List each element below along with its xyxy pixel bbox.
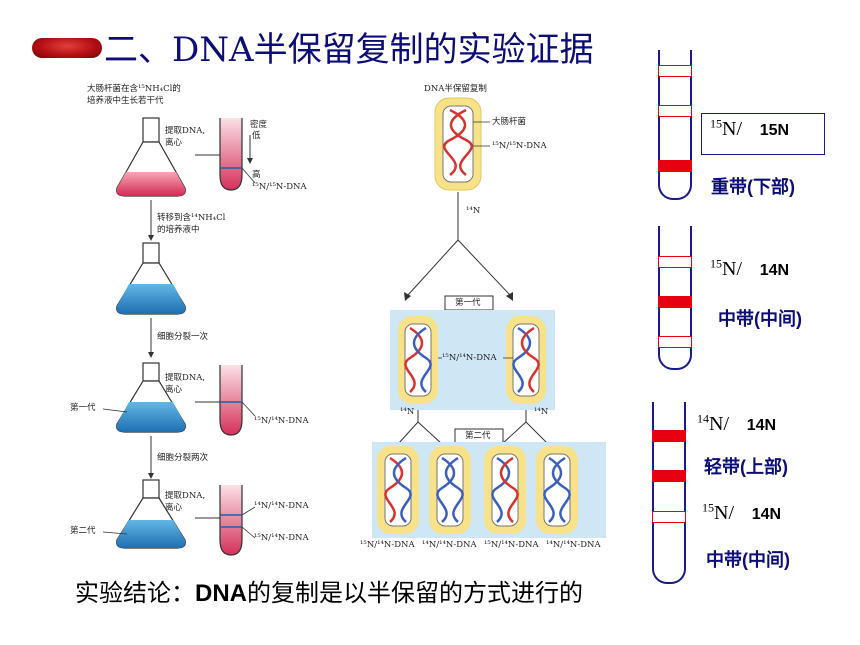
- sup-15: 15: [702, 500, 714, 514]
- sup-15: 15: [710, 116, 722, 130]
- replication-heading: DNA半保留复制: [424, 84, 487, 94]
- empty-band: [658, 105, 692, 117]
- transfer-label-2: 的培养液中: [157, 225, 200, 235]
- intermediate-band: [652, 470, 686, 482]
- iso-15n: 15N: [759, 121, 790, 139]
- intermediate-band-label: 中带(中间): [718, 309, 802, 329]
- flask-1: [116, 117, 186, 197]
- conclusion-suffix: 的复制是以半保留的方式进行的: [247, 579, 583, 607]
- replication-diagram: DNA半保留复制 大肠杆菌 ¹⁵N/¹⁵N-DNA ¹⁴N 第一代 ¹⁵N/¹⁴…: [360, 80, 620, 560]
- iso-14n: 14N: [751, 505, 782, 523]
- heavy-band: [658, 160, 692, 172]
- tube-light-intermediate: [652, 402, 686, 584]
- divide-once-label: 细胞分裂一次: [157, 332, 209, 342]
- parent-dna-label: ¹⁵N/¹⁵N-DNA: [492, 141, 547, 151]
- experiment-flow-svg: [102, 117, 256, 556]
- conclusion-text: 实验结论：DNA的复制是以半保留的方式进行的: [75, 573, 583, 608]
- label-15n-15n: 15N/ 15N: [710, 116, 789, 141]
- gen2-cell-3: [484, 446, 526, 534]
- transfer-label-1: 转移到含¹⁴NH₄Cl: [157, 213, 226, 223]
- tube2-band-label: ¹⁵N/¹⁴N-DNA: [254, 416, 309, 426]
- iso-n: N/: [722, 257, 742, 280]
- flask-3: [102, 362, 186, 433]
- generation-1-label: 第一代: [70, 403, 96, 413]
- intermediate-band-label-2: 中带(中间): [706, 550, 790, 570]
- flask-2: [116, 242, 186, 315]
- extract-label-2b: 离心: [165, 385, 183, 395]
- sup-15: 15: [710, 256, 722, 270]
- gen1-cell-left: [398, 316, 438, 404]
- n14-label-c: ¹⁴N: [534, 407, 549, 417]
- empty-band: [658, 65, 692, 77]
- tube-2: [219, 365, 256, 436]
- iso-14n: 14N: [759, 261, 790, 279]
- conclusion-dna: DNA: [195, 580, 247, 607]
- parent-cell: [434, 97, 490, 191]
- iso-n: N/: [714, 501, 734, 524]
- caption-line-2: 培养液中生长若干代: [87, 96, 164, 106]
- generation-2-label: 第二代: [70, 526, 96, 536]
- heavy-band-label: 重带(下部): [711, 177, 795, 197]
- tube-1: [219, 118, 256, 191]
- light-band: [652, 430, 686, 442]
- gen1-cell-right: [506, 316, 546, 404]
- extract-label-3a: 提取DNA,: [165, 491, 206, 501]
- gen1-dna-label: ¹⁵N/¹⁴N-DNA: [442, 353, 497, 363]
- tube-heavy: [658, 50, 692, 200]
- light-band-label: 轻带(上部): [704, 457, 788, 477]
- extract-label-2a: 提取DNA,: [165, 373, 206, 383]
- tube3-band-top-label: ¹⁴N/¹⁴N-DNA: [254, 501, 309, 511]
- label-14n-14n: 14N/ 14N: [697, 411, 776, 436]
- label-box-15n-15n: [701, 113, 825, 155]
- iso-n: N/: [709, 412, 729, 435]
- gen2-dna-label-2: ¹⁴N/¹⁴N-DNA: [422, 540, 477, 550]
- empty-band: [652, 511, 686, 523]
- gen2-cell-4: [536, 446, 578, 534]
- divide-twice-label: 细胞分裂两次: [157, 453, 209, 463]
- replication-svg: [372, 97, 606, 538]
- gen1-box-label: 第一代: [455, 298, 481, 308]
- extract-label-3b: 离心: [165, 503, 183, 513]
- tube-3: [219, 485, 256, 556]
- extract-label-1a: 提取DNA,: [165, 126, 206, 136]
- empty-band: [658, 336, 692, 348]
- n14-label-a: ¹⁴N: [466, 206, 481, 216]
- density-high-label: 高: [252, 170, 261, 180]
- flask-4: [102, 479, 186, 549]
- gen2-dna-label-1: ¹⁵N/¹⁴N-DNA: [360, 540, 415, 550]
- caption-line-1: 大肠杆菌在含¹⁵NH₄Cl的: [87, 84, 181, 94]
- experiment-flow-diagram: 大肠杆菌在含¹⁵NH₄Cl的 培养液中生长若干代 提取DNA, 离心 密度 低 …: [55, 80, 345, 560]
- iso-n: N/: [722, 117, 742, 140]
- density-label: 密度: [250, 120, 268, 130]
- tube-intermediate: [658, 226, 692, 370]
- n14-label-b: ¹⁴N: [400, 407, 415, 417]
- iso-14n: 14N: [746, 416, 777, 434]
- page-title: 二、DNA半保留复制的实验证据: [104, 30, 594, 70]
- gen2-cell-1: [377, 446, 419, 534]
- gen2-dna-label-4: ¹⁴N/¹⁴N-DNA: [546, 540, 601, 550]
- conclusion-prefix: 实验结论：: [75, 579, 195, 607]
- tube1-band-label: ¹⁵N/¹⁵N-DNA: [252, 182, 307, 192]
- gen2-box-label: 第二代: [465, 431, 491, 441]
- ecoli-label: 大肠杆菌: [492, 117, 527, 127]
- title-bullet-pill: [32, 38, 102, 58]
- gen2-cell-2: [429, 446, 471, 534]
- empty-band: [658, 256, 692, 268]
- label-15n-14n: 15N/ 14N: [710, 256, 789, 281]
- label-15n-14n-b: 15N/ 14N: [702, 500, 781, 525]
- intermediate-band: [658, 296, 692, 308]
- extract-label-1b: 离心: [165, 138, 183, 148]
- tube3-band-bottom-label: ¹⁵N/¹⁴N-DNA: [254, 533, 309, 543]
- sup-14: 14: [697, 411, 709, 425]
- gen2-dna-label-3: ¹⁵N/¹⁴N-DNA: [484, 540, 539, 550]
- density-low-label: 低: [252, 131, 261, 141]
